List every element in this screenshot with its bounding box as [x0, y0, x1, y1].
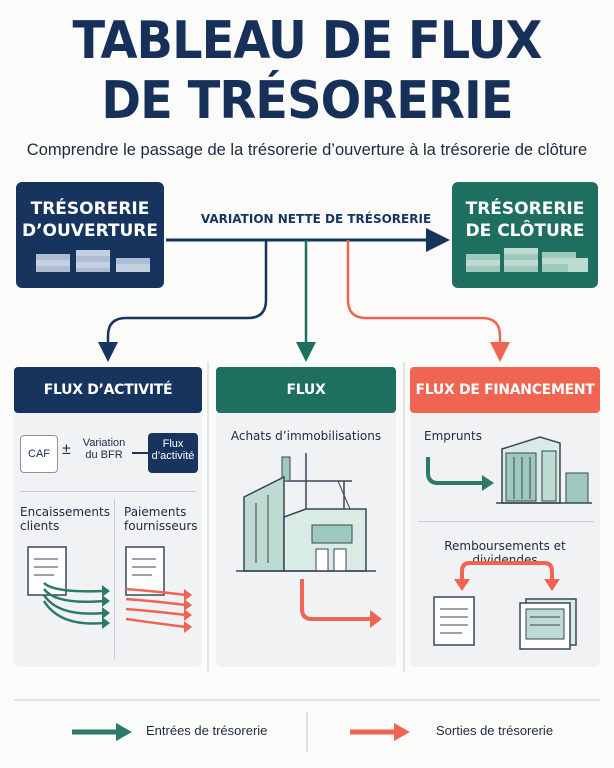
- outflow-legend-arrow: [350, 723, 410, 741]
- document-icon: [433, 596, 475, 646]
- payments-line1: Paiements: [124, 505, 187, 519]
- document-icon: [125, 546, 165, 596]
- branch-activity-arrow: [98, 240, 268, 362]
- legend-inflows: Entrées de trésorerie: [146, 723, 268, 738]
- receipts-label: Encaissements clients: [20, 505, 110, 533]
- borrowings-label: Emprunts: [424, 429, 482, 443]
- financing-illustration: [426, 436, 592, 650]
- receipts-line2: clients: [20, 519, 60, 533]
- receipts-line1: Encaissements: [20, 505, 110, 519]
- bfr-line2: du BFR: [85, 449, 123, 461]
- document-stack-icon: [519, 598, 577, 650]
- investment-header: FLUX D’INVESTISSEMENT: [216, 367, 396, 444]
- cash-stack-icon: [36, 250, 150, 272]
- plus-minus-sign: ±: [62, 441, 71, 458]
- payments-line2: fournisseurs: [124, 519, 198, 533]
- opening-line2: D’OUVERTURE: [21, 221, 159, 241]
- result-line1: Flux: [162, 438, 184, 450]
- closing-treasury-box: TRÉSORERIE DE CLÔTURE: [452, 182, 598, 288]
- activity-flow-result-box: Flux d’activité: [148, 433, 198, 473]
- closing-line1: TRÉSORERIE: [465, 199, 585, 219]
- investment-panel: Achats d’immobilisations: [216, 413, 396, 667]
- financing-panel: Emprunts Remboursements et dividendes: [410, 413, 600, 667]
- document-icon: [27, 546, 67, 596]
- page-title-line2: DE TRÉSORERIE: [101, 71, 513, 131]
- page-subtitle: Comprendre le passage de la trésorerie d…: [26, 141, 588, 159]
- inflow-legend-arrow: [72, 723, 132, 741]
- legend-outflows: Sorties de trésorerie: [436, 723, 554, 738]
- bank-building-icon: [496, 436, 592, 504]
- activity-illustration: [27, 546, 192, 633]
- closing-line2: DE CLÔTURE: [465, 221, 585, 241]
- opening-treasury-box: TRÉSORERIE D’OUVERTURE: [16, 182, 164, 288]
- financing-header: FLUX DE FINANCEMENT: [410, 367, 600, 413]
- payments-label: Paiements fournisseurs: [124, 505, 198, 533]
- result-line2: d’activité: [151, 450, 195, 462]
- branch-financing-arrow: [346, 240, 510, 362]
- factory-icon: [236, 453, 382, 628]
- activity-panel: CAF ± Variation du BFR Flux d’activité E…: [14, 413, 202, 667]
- page-title-line1: TABLEAU DE FLUX: [72, 11, 542, 71]
- activity-header: FLUX D’ACTIVITÉ: [14, 367, 202, 413]
- cash-stack-icon: [466, 248, 588, 272]
- caf-box: CAF: [20, 435, 58, 473]
- opening-line1: TRÉSORERIE: [30, 199, 150, 219]
- bfr-line1: Variation: [82, 437, 126, 449]
- investment-caption: Achats d’immobilisations: [230, 429, 382, 443]
- net-variation-label: VARIATION NETTE DE TRÉSORERIE: [200, 212, 432, 226]
- bfr-variation-box: Variation du BFR: [78, 433, 130, 473]
